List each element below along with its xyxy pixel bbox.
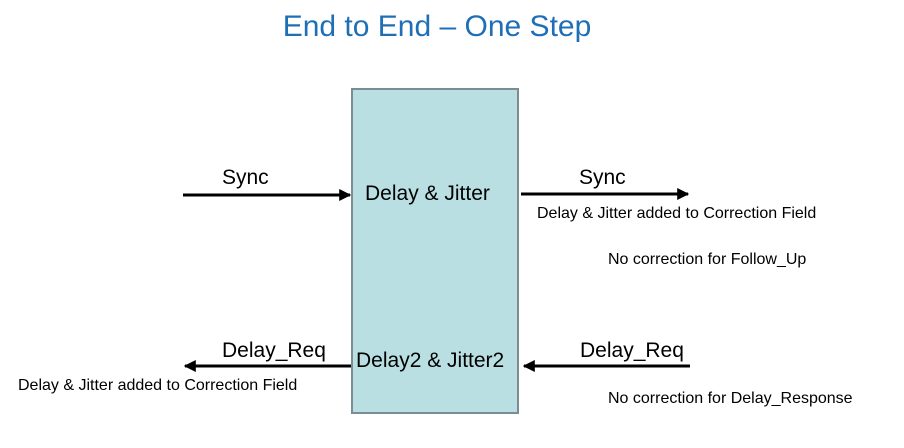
follow-up-note: No correction for Follow_Up: [608, 251, 807, 268]
sync-out-label: Sync: [579, 166, 626, 189]
sync-out-note: Delay & Jitter added to Correction Field: [537, 205, 817, 222]
box-bottom-label: Delay2 & Jitter2: [356, 349, 505, 372]
delay-jitter-box: [351, 88, 519, 414]
diagram-title: End to End – One Step: [282, 10, 592, 43]
delay-response-note: No correction for Delay_Response: [608, 390, 853, 407]
sync-in-label: Sync: [222, 166, 269, 189]
delay-req-out-label: Delay_Req: [222, 339, 326, 362]
box-top-label: Delay & Jitter: [365, 182, 490, 205]
delay-req-in-label: Delay_Req: [580, 339, 684, 362]
delay-req-out-note: Delay & Jitter added to Correction Field: [18, 377, 298, 394]
